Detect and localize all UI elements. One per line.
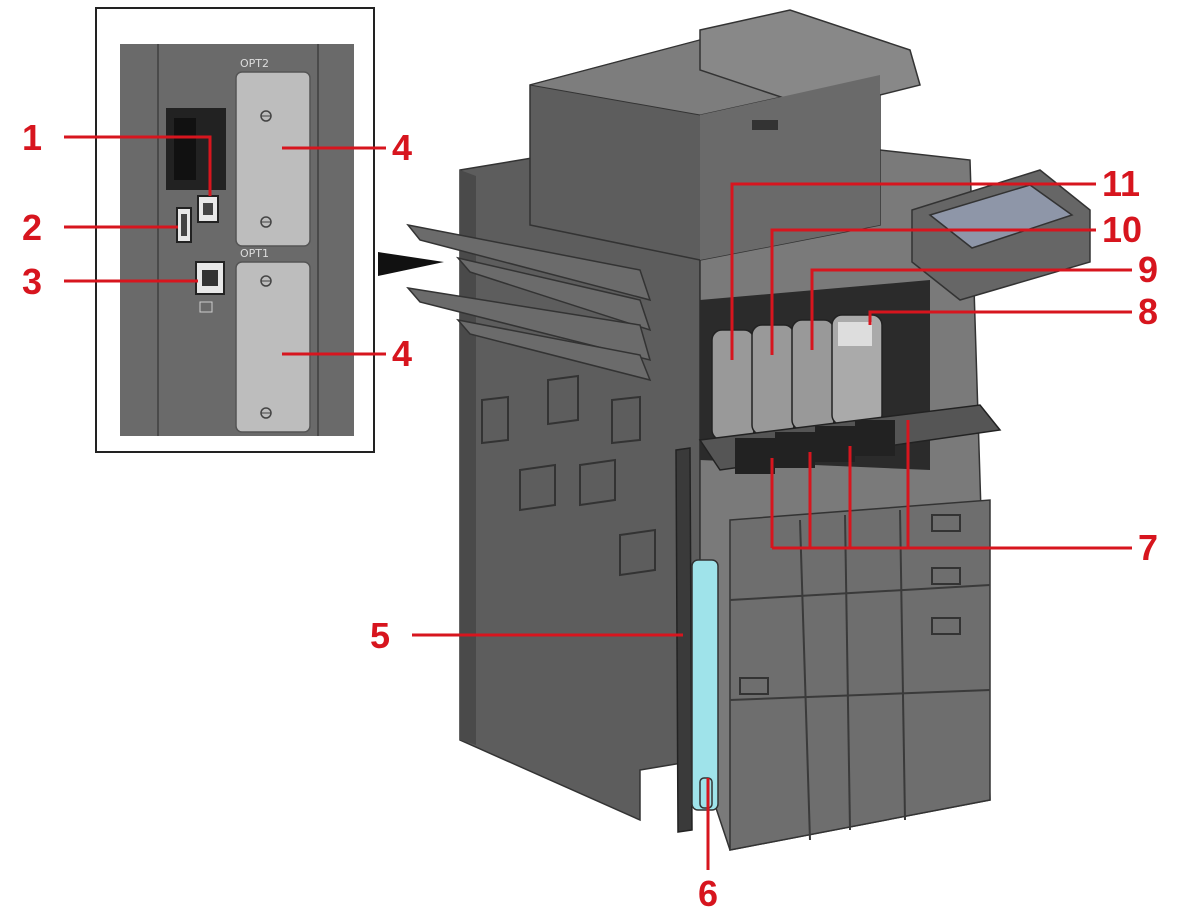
touch-screen	[928, 184, 1074, 249]
interface-inset: OPT2 OPT1	[95, 7, 375, 453]
expansion-slot-opt1: OPT1	[235, 247, 311, 433]
callout-8: 8	[1138, 291, 1158, 332]
expansion-slot-opt2: OPT2	[235, 57, 311, 247]
document-processor	[529, 9, 921, 261]
operation-panel	[911, 169, 1091, 301]
usb-host-port-icon	[176, 207, 192, 243]
callout-3: 3	[22, 261, 42, 302]
callout-4-top: 4	[392, 127, 412, 168]
usb-port-icon	[197, 195, 219, 223]
pointer-arrow-icon	[378, 252, 444, 276]
output-trays	[406, 223, 652, 382]
callout-7: 7	[1138, 527, 1158, 568]
callout-5: 5	[370, 615, 390, 656]
callout-4-bottom: 4	[392, 333, 412, 374]
toner-lock-levers	[698, 404, 1002, 474]
callout-2: 2	[22, 207, 42, 248]
callout-6: 6	[698, 873, 718, 914]
callout-1: 1	[22, 117, 42, 158]
slot-opt2-label: OPT2	[240, 57, 269, 70]
network-port-icon	[195, 261, 225, 313]
waste-toner-box	[675, 447, 719, 833]
callout-9: 9	[1138, 249, 1158, 290]
callouts: 1 2 3 4 4 5 6 7 8 9 10 11	[22, 117, 1158, 914]
callout-11: 11	[1102, 163, 1140, 204]
callout-10: 10	[1102, 209, 1142, 250]
slot-opt1-label: OPT1	[240, 247, 269, 260]
